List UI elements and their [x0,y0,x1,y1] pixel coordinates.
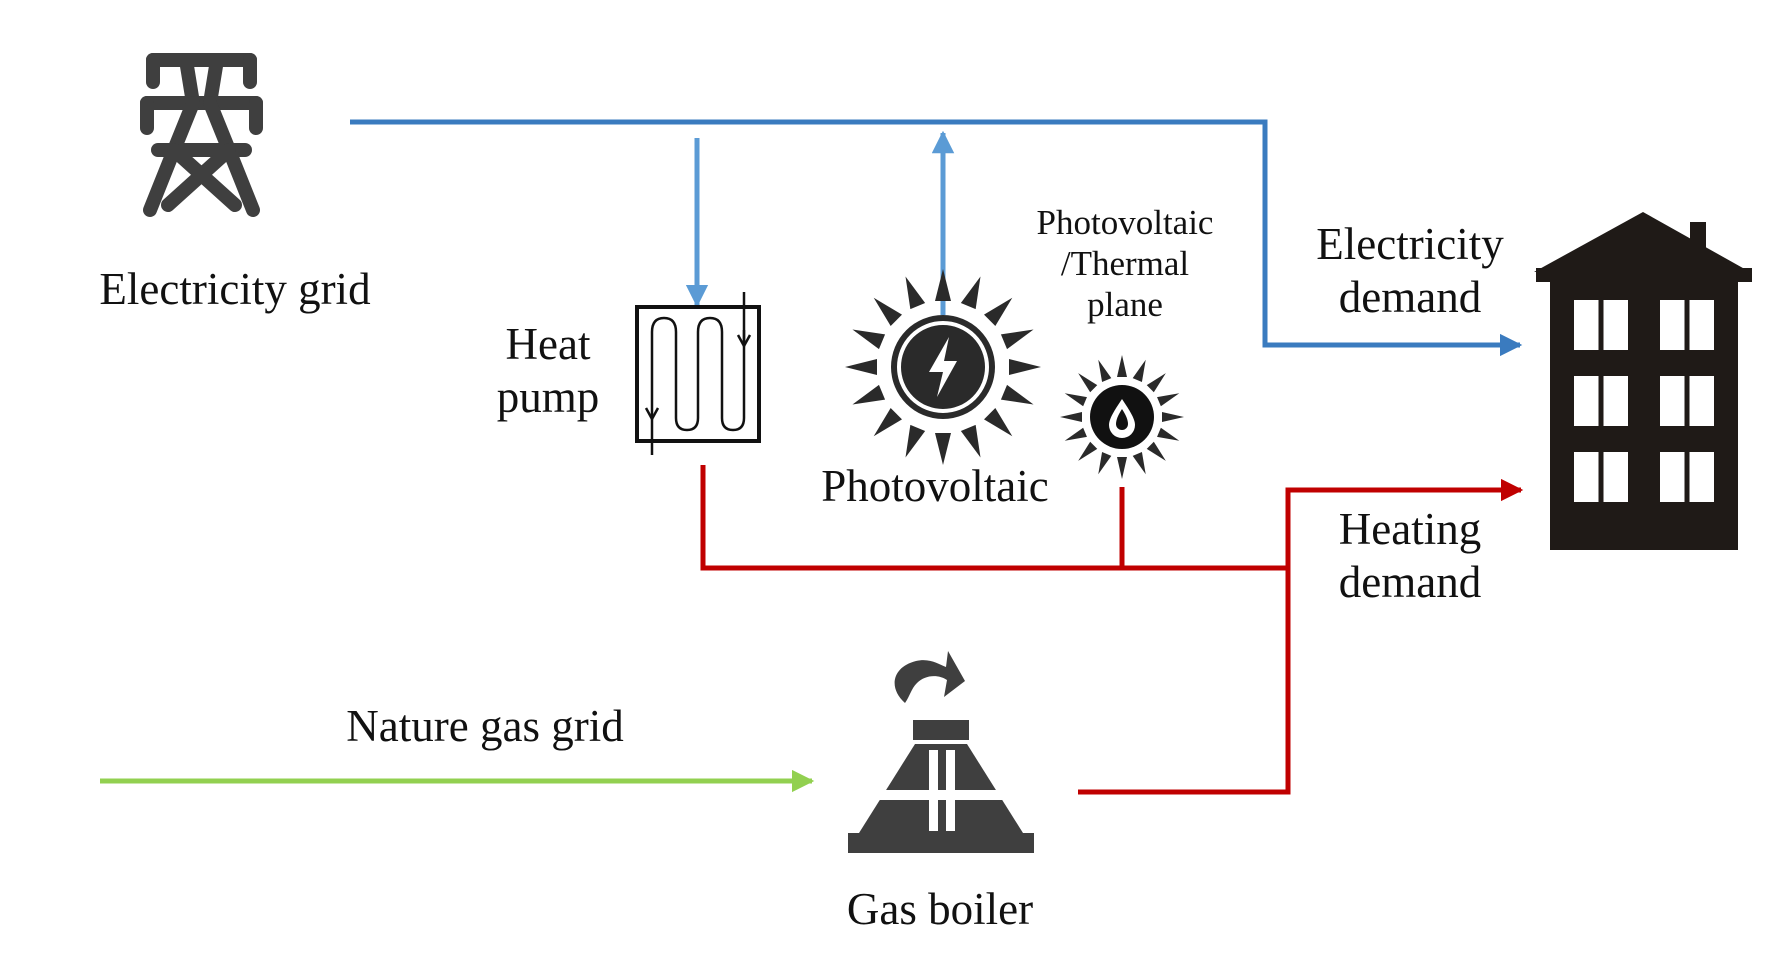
sun-lightning-icon [845,269,1041,465]
building-icon [1534,212,1752,550]
heat-pump-coil-icon [635,292,761,455]
gas-boiler-flame-icon [848,651,1034,853]
transmission-tower-icon [140,53,263,217]
gas-boiler-label: Gas boiler [846,884,1034,934]
electricity-demand-label-text: Electricity demand [1316,219,1504,322]
heat-pump-label-text: Heat pump [496,319,600,422]
heat-to-building-arrow [1078,478,1524,795]
heat-collector-line [700,465,1288,571]
heating-demand-label: Heating demand [1295,503,1525,608]
heat-pump-label: Heat pump [478,318,618,423]
gas-grid-label: Nature gas grid [346,701,624,751]
pvt-label: Photovoltaic /Thermal plane [1010,203,1240,326]
electricity-demand-label: Electricity demand [1295,218,1525,323]
electricity-main-line [350,119,1523,357]
electricity-grid-label: Electricity grid [99,264,371,314]
sun-droplet-icon [1060,355,1184,479]
pvt-label-text: Photovoltaic /Thermal plane [1036,203,1214,324]
heating-demand-label-text: Heating demand [1338,504,1482,607]
photovoltaic-label: Photovoltaic [821,461,1049,511]
